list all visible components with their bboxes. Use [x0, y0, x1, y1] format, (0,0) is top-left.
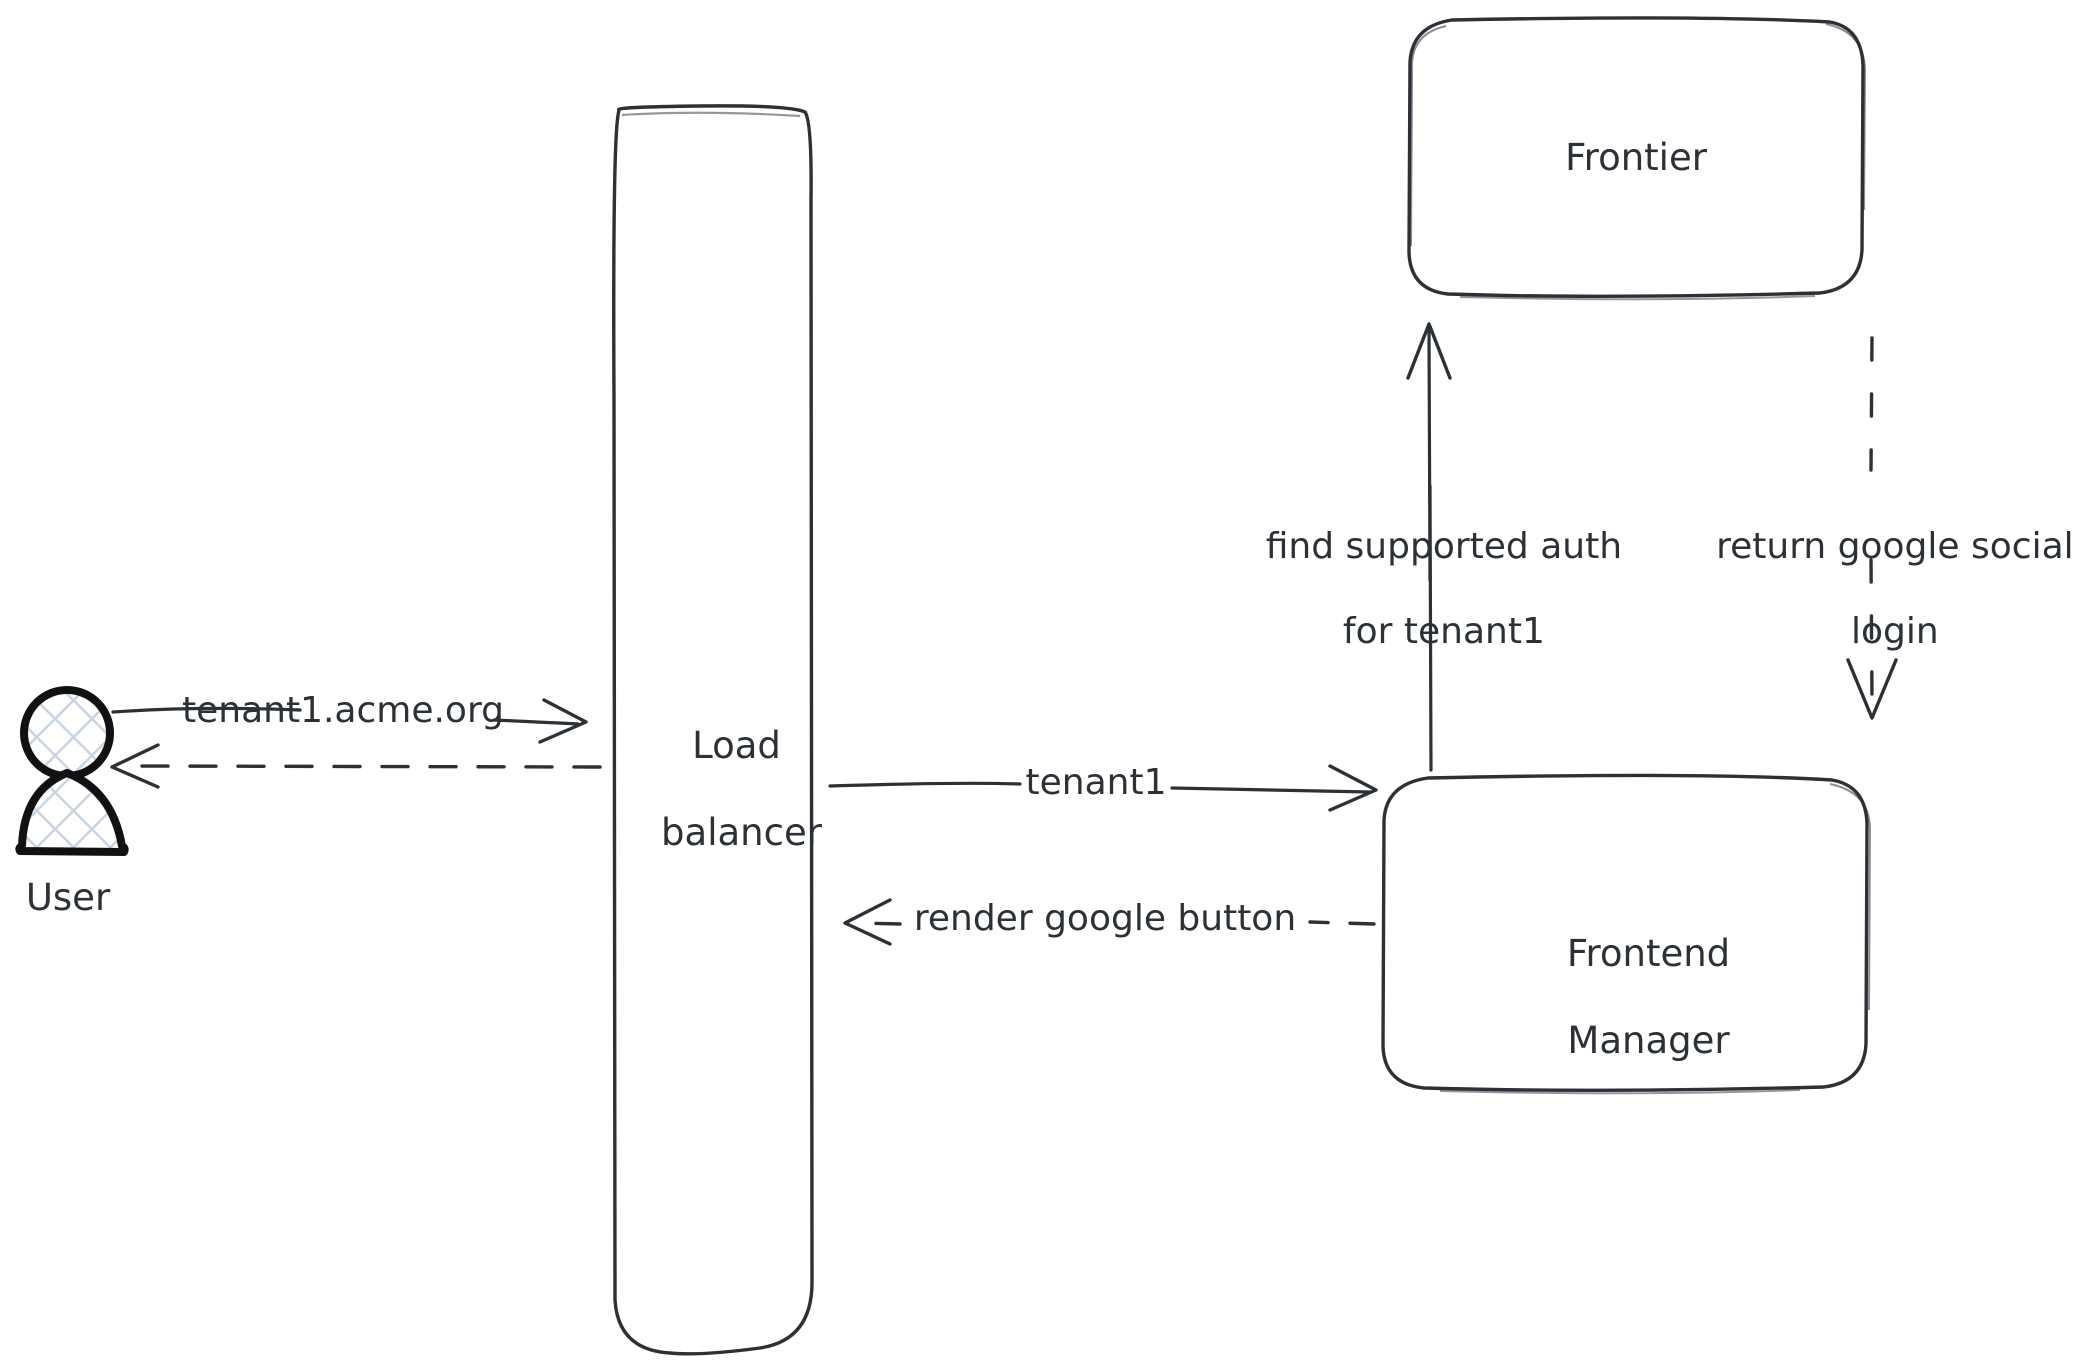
- node-load-balancer-label: Load balancer: [614, 680, 822, 898]
- edge-label-find-supported-auth: find supported auth for tenant1: [1212, 484, 1630, 696]
- node-load-balancer[interactable]: [612, 104, 814, 1356]
- find-auth-line1: find supported auth: [1265, 526, 1623, 568]
- node-frontier[interactable]: [1407, 16, 1867, 301]
- actor-user-label: User: [25, 876, 111, 919]
- edge-load-balancer-to-frontend-manager: [828, 764, 1378, 812]
- load-balancer-label-line2: balancer: [661, 810, 822, 854]
- load-balancer-label-line1: Load: [692, 723, 781, 767]
- edge-label-tenant1: tenant1: [1025, 762, 1167, 803]
- node-frontend-manager-label: Frontend Manager: [1383, 888, 1867, 1106]
- return-login-line1: return google social: [1716, 526, 2074, 568]
- edge-user-to-load-balancer: [111, 698, 588, 744]
- edge-frontend-manager-to-frontier: [1406, 322, 1452, 772]
- actor-user[interactable]: [15, 686, 129, 856]
- frontend-manager-label-line2: Manager: [1567, 1018, 1730, 1062]
- find-auth-line2: for tenant1: [1342, 611, 1545, 653]
- edge-label-return-google-social-login: return google social login: [1666, 484, 2078, 696]
- edge-label-tenant-domain: tenant1.acme.org: [182, 690, 504, 731]
- node-frontier-label: Frontier: [1565, 136, 1707, 179]
- edge-frontier-to-frontend-manager: [1846, 336, 1898, 720]
- edge-frontend-manager-to-load-balancer: [843, 898, 1376, 946]
- edge-load-balancer-to-user: [110, 743, 602, 789]
- node-frontend-manager[interactable]: [1381, 773, 1872, 1095]
- edge-label-render-google-button: render google button: [913, 898, 1297, 939]
- frontend-manager-label-line1: Frontend: [1566, 931, 1731, 975]
- return-login-line2: login: [1851, 611, 1939, 653]
